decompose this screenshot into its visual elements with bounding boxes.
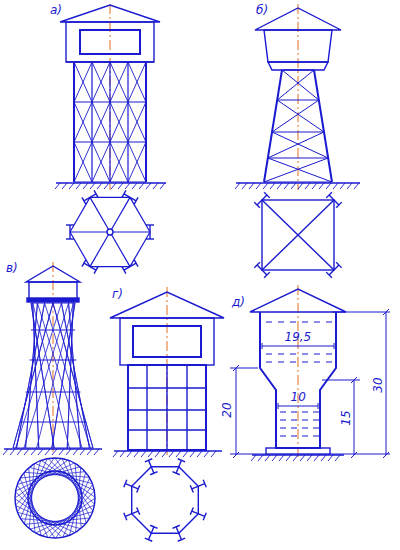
dimension-label: 30 (371, 377, 383, 392)
dimension-label: 15 (339, 410, 351, 425)
center-lines (53, 4, 298, 460)
beam-symbols (66, 190, 342, 541)
dimension-label: 10 (291, 391, 306, 403)
tower-b (255, 8, 341, 270)
tower-d (230, 289, 390, 458)
dimension-label: 20 (220, 402, 232, 417)
panel-letter: д) (232, 296, 245, 308)
panel-letter: а) (50, 4, 62, 16)
dimension-label: 19,5 (285, 331, 312, 343)
panel-letter: в) (6, 262, 18, 274)
tower-g (110, 292, 224, 533)
panel-letter: б) (256, 4, 268, 16)
panel-letter: г) (112, 288, 123, 300)
tower-v (13, 266, 95, 538)
tower-a (60, 5, 160, 182)
ground-lines (3, 183, 360, 461)
